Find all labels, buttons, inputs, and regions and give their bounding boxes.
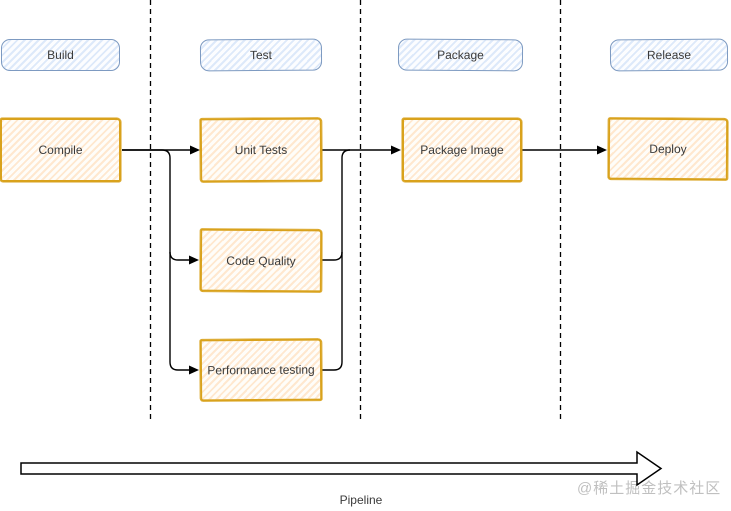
node-code-quality: Code Quality	[199, 228, 323, 293]
stage-build: Build	[1, 39, 120, 71]
stage-release: Release	[609, 38, 729, 72]
edge-compile-code-quality	[122, 149, 190, 261]
node-label: Unit Tests	[234, 142, 288, 158]
edge-compile-performance-testing	[169, 252, 190, 371]
arrowhead-icon	[597, 145, 607, 155]
pipeline-label: Pipeline	[339, 493, 383, 507]
node-label: Deploy	[649, 141, 687, 157]
arrowhead-icon	[189, 365, 199, 375]
node-deploy: Deploy	[607, 117, 729, 181]
stage-label: Release	[646, 47, 692, 63]
node-label: Code Quality	[226, 253, 296, 268]
node-label: Compile	[38, 143, 83, 157]
pipeline-arrow	[20, 450, 663, 487]
stage-label: Build	[47, 48, 74, 62]
node-performance-testing: Performance testing	[199, 338, 323, 402]
edge-code-quality-package-image	[322, 149, 351, 261]
stage-package: Package	[397, 38, 524, 72]
stage-label: Test	[249, 47, 273, 63]
node-package-image: Package Image	[402, 118, 522, 182]
edge-performance-testing-package-image	[322, 252, 343, 371]
node-label: Performance testing	[207, 362, 315, 378]
arrowhead-icon	[189, 255, 199, 265]
node-unit-tests: Unit Tests	[199, 117, 323, 183]
arrowhead-icon	[190, 145, 200, 155]
node-label: Package Image	[420, 143, 504, 157]
stage-test: Test	[199, 38, 323, 72]
arrowhead-icon	[391, 145, 401, 155]
node-compile: Compile	[0, 118, 121, 182]
watermark-text: @稀土掘金技术社区	[577, 480, 722, 497]
stage-label: Package	[437, 47, 484, 63]
